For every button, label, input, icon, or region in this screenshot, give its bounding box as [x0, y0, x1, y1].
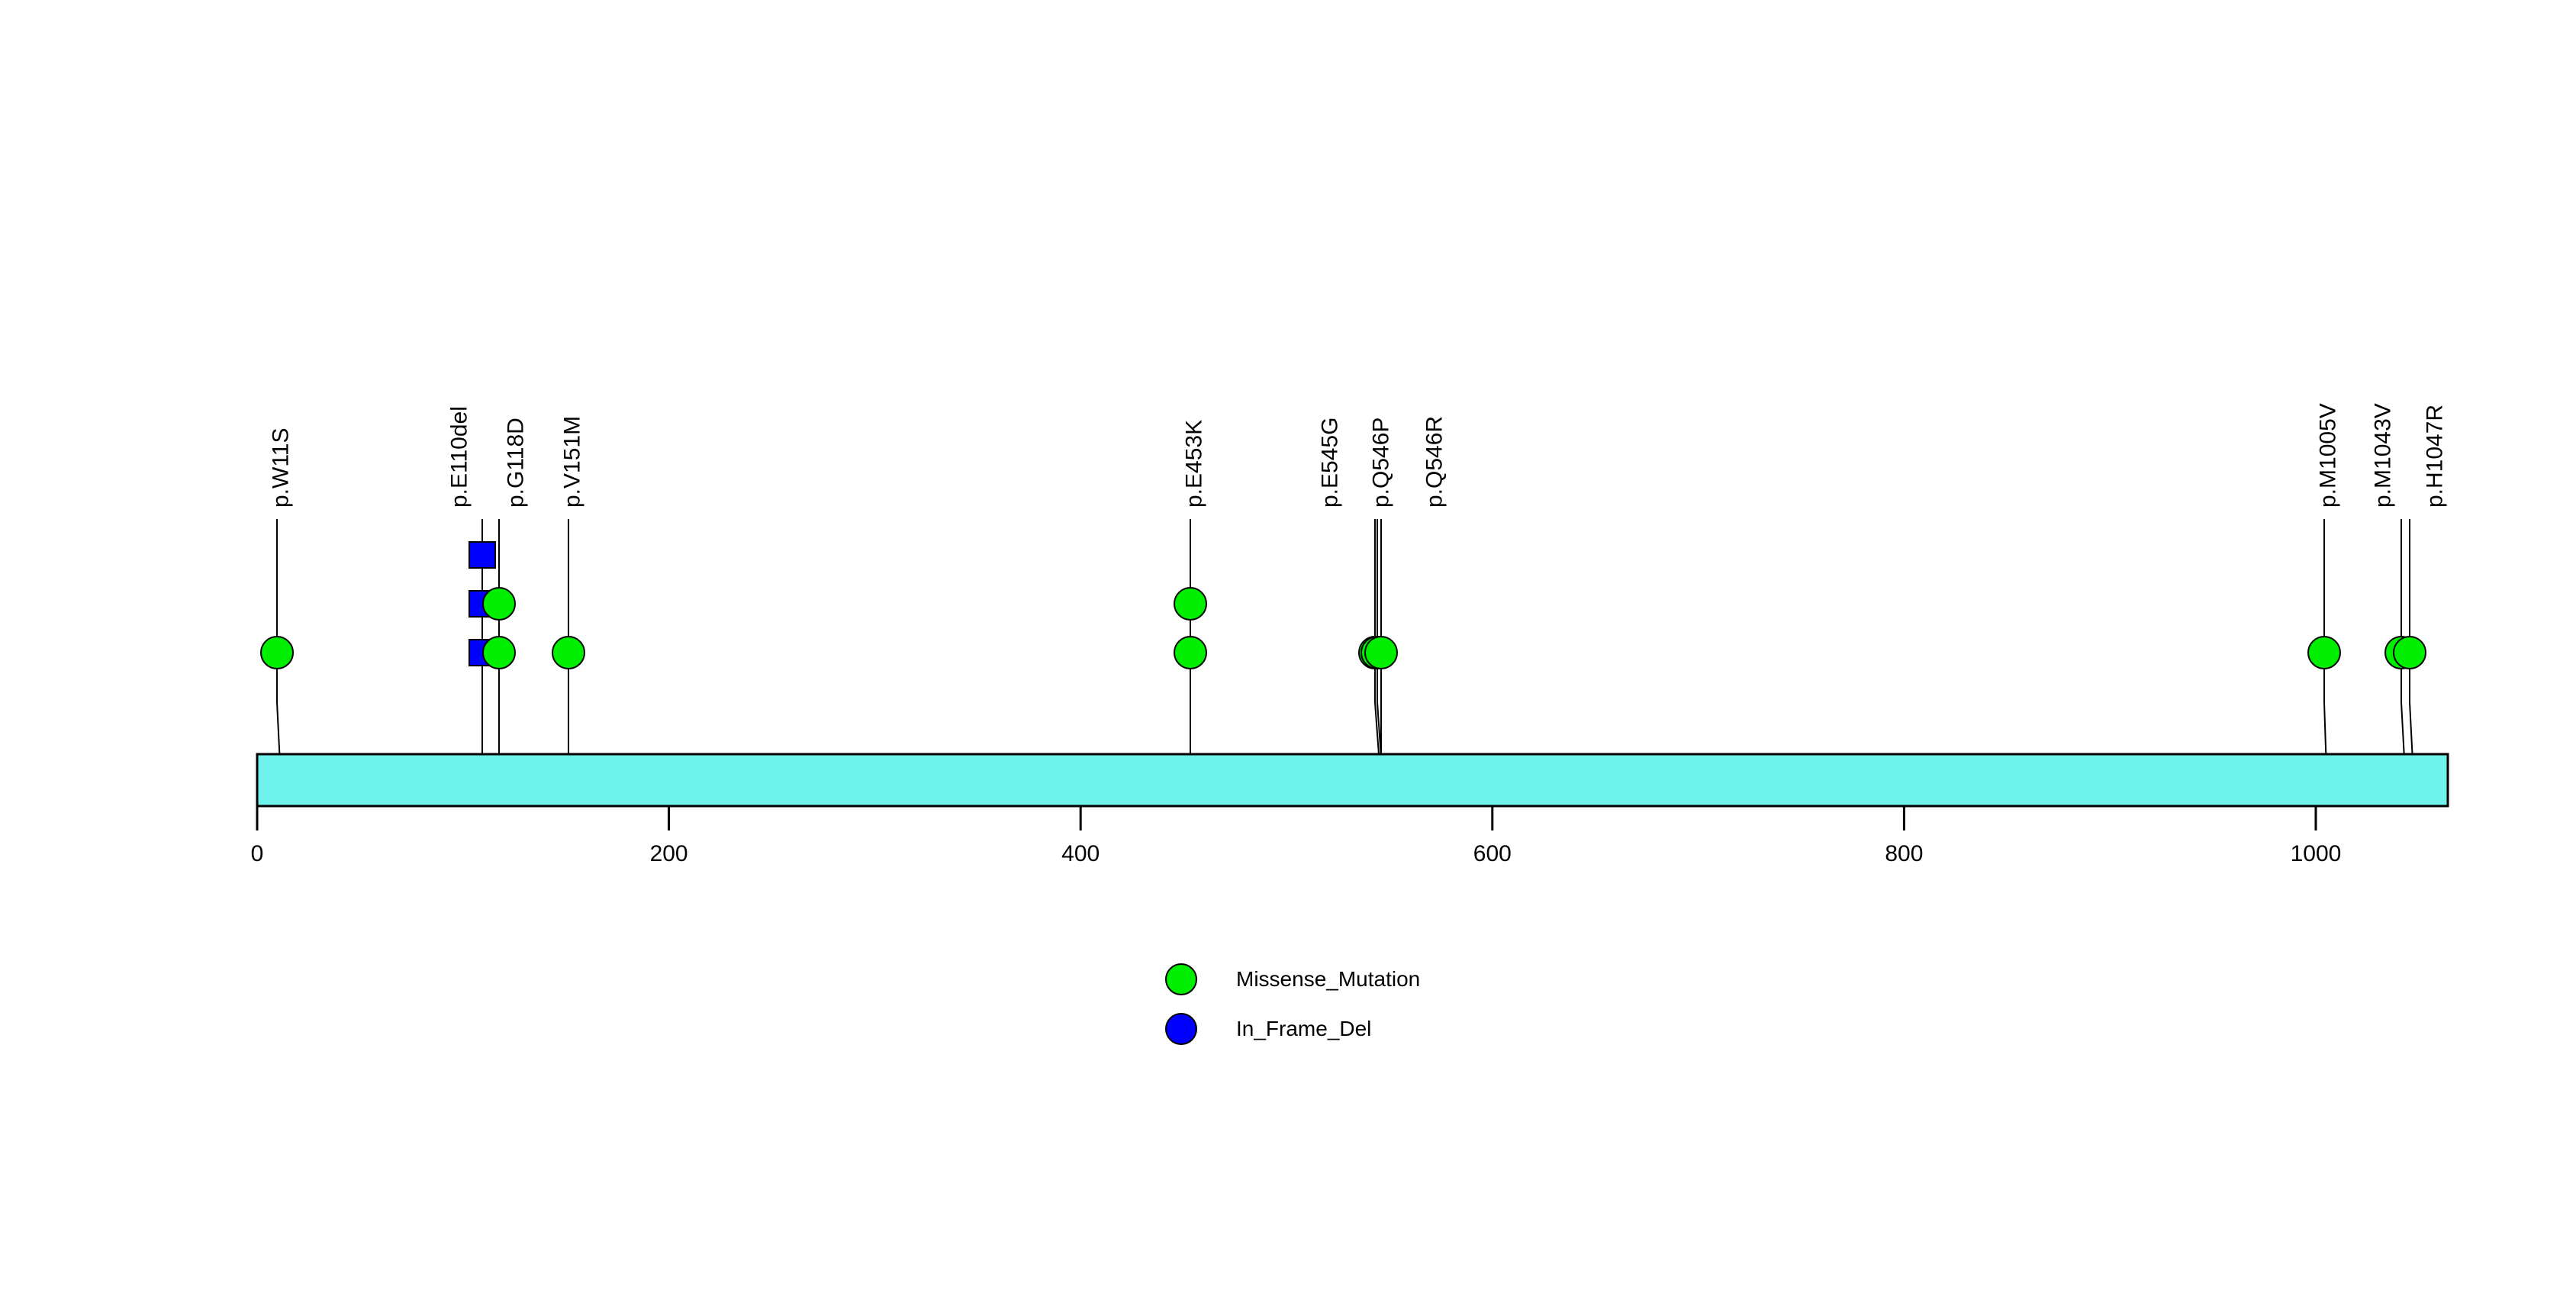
- legend-label-Missense_Mutation: Missense_Mutation: [1236, 967, 1421, 991]
- mutation-marker-circle[interactable]: [2307, 636, 2341, 669]
- mutation-marker-circle[interactable]: [1174, 636, 1207, 669]
- axis-tick-label-400: 400: [1061, 841, 1100, 866]
- mutation-label-pE453K: p.E453K: [1181, 419, 1207, 508]
- protein-bar: [256, 753, 2449, 808]
- mutation-label-pM1043V: p.M1043V: [2370, 403, 2396, 508]
- mutation-label-pH1047R: p.H1047R: [2422, 404, 2448, 508]
- mutation-label-pE545G: p.E545G: [1317, 417, 1343, 508]
- mutation-marker-circle[interactable]: [552, 636, 585, 669]
- mutation-label-pQ546R: p.Q546R: [1422, 415, 1447, 508]
- mutation-marker-circle[interactable]: [2393, 636, 2426, 669]
- legend-label-In_Frame_Del: In_Frame_Del: [1236, 1017, 1372, 1040]
- axis-tick-label-200: 200: [649, 841, 688, 866]
- mutation-label-pG118D: p.G118D: [503, 418, 529, 508]
- axis-tick-label-600: 600: [1473, 841, 1512, 866]
- legend-markers-group: [1165, 963, 1197, 1045]
- mutation-marker-circle[interactable]: [482, 636, 516, 669]
- mutation-label-pM1005V: p.M1005V: [2315, 403, 2341, 508]
- mutation-marker-circle[interactable]: [1174, 587, 1207, 621]
- axis-tick-label-1000: 1000: [2290, 841, 2342, 866]
- legend-swatch-In_Frame_Del[interactable]: [1165, 1013, 1197, 1045]
- mutation-marker-square[interactable]: [469, 541, 496, 569]
- mutation-label-pQ546P: p.Q546P: [1368, 417, 1394, 508]
- mutation-marker-circle[interactable]: [1364, 636, 1398, 669]
- mutation-label-pV151M: p.V151M: [559, 415, 585, 508]
- mutation-label-pW11S: p.W11S: [268, 427, 294, 508]
- mutation-label-pE110del: p.E110del: [446, 406, 472, 508]
- protein-domain-bar-group: [256, 753, 2449, 808]
- mutation-marker-circle[interactable]: [260, 636, 294, 669]
- mutation-markers-group: [260, 541, 2426, 669]
- axis-tick-label-0: 0: [250, 841, 264, 866]
- position-axis-group: [256, 805, 2448, 830]
- legend-swatch-Missense_Mutation[interactable]: [1165, 963, 1197, 995]
- mutation-marker-circle[interactable]: [482, 587, 516, 621]
- axis-tick-label-800: 800: [1885, 841, 1924, 866]
